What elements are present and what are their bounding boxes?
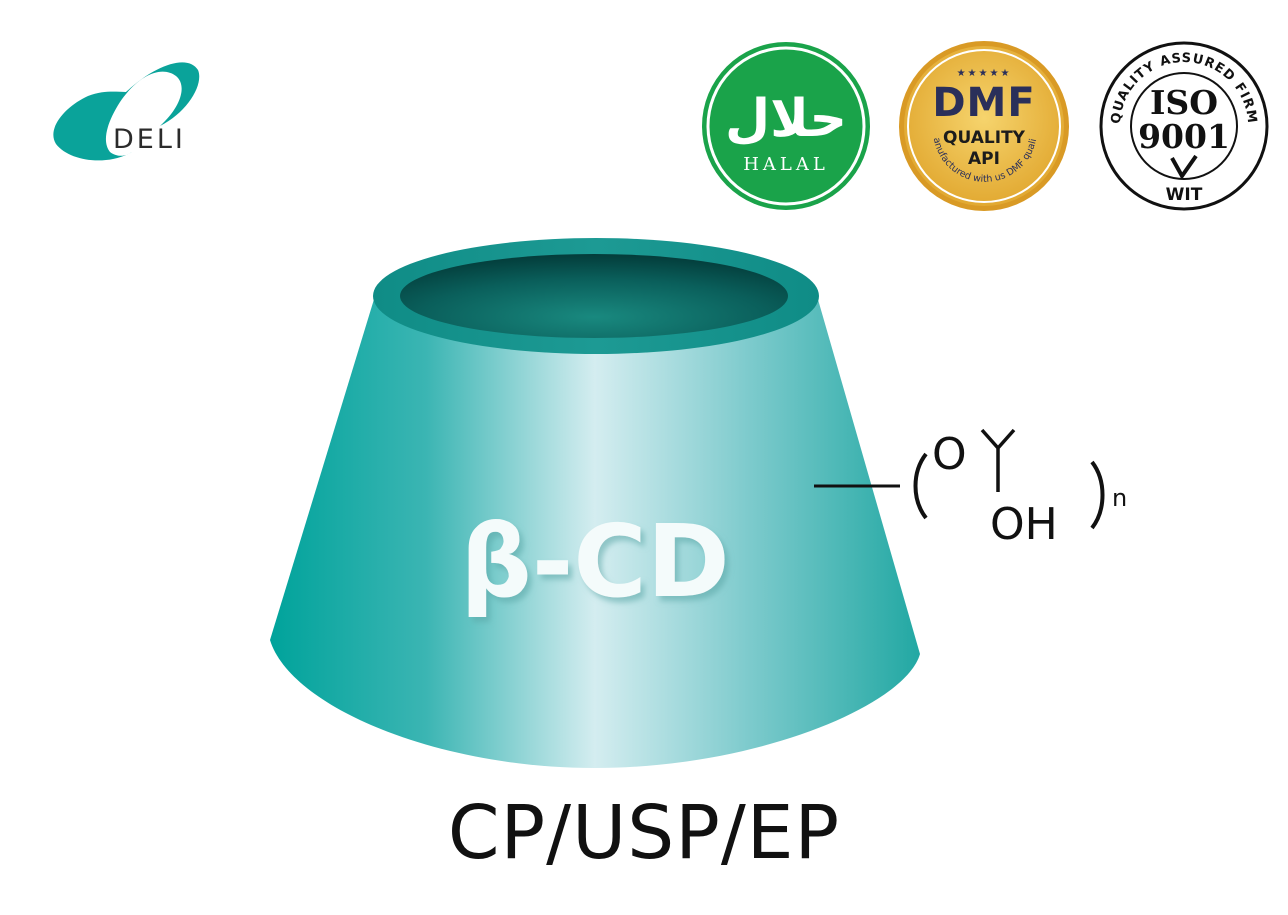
iso-number: 9001 <box>1138 117 1230 156</box>
halal-badge: حلال HALAL <box>702 42 870 210</box>
halal-label: HALAL <box>743 154 829 175</box>
iso-title: ISO <box>1150 83 1218 122</box>
check-icon <box>1170 154 1198 180</box>
dmf-title: DMF <box>932 80 1035 126</box>
grade-text: CP/USP/EP <box>447 790 841 876</box>
brand-name: DELI <box>113 124 186 155</box>
dmf-badge: ★★★★★ DMF QUALITY API Manufactured with … <box>898 40 1069 211</box>
dmf-stars: ★★★★★ <box>957 68 1012 79</box>
cone-body <box>270 296 920 768</box>
deli-logo <box>53 62 200 161</box>
product-name: β-CD <box>460 503 729 620</box>
beta-cd-cone: β-CD <box>270 238 920 768</box>
branch-bond <box>980 428 1016 492</box>
formula-oxygen: O <box>932 429 967 480</box>
dmf-quality-text: QUALITY <box>943 128 1026 148</box>
close-parenthesis <box>1090 460 1105 530</box>
open-parenthesis <box>913 452 928 520</box>
cone-opening <box>400 254 788 338</box>
iso-badge: QUALITY ASSURED FIRM ISO 9001 WIT <box>1099 41 1269 211</box>
formula-structure <box>814 428 1105 530</box>
formula-hydroxyl: OH <box>990 499 1058 550</box>
deli-swoosh-icon <box>53 62 200 161</box>
iso-mark: WIT <box>1166 185 1203 205</box>
dmf-api-text: API <box>968 149 1000 169</box>
formula-subscript: n <box>1112 484 1128 512</box>
halal-arabic-text: حلال <box>725 89 847 149</box>
